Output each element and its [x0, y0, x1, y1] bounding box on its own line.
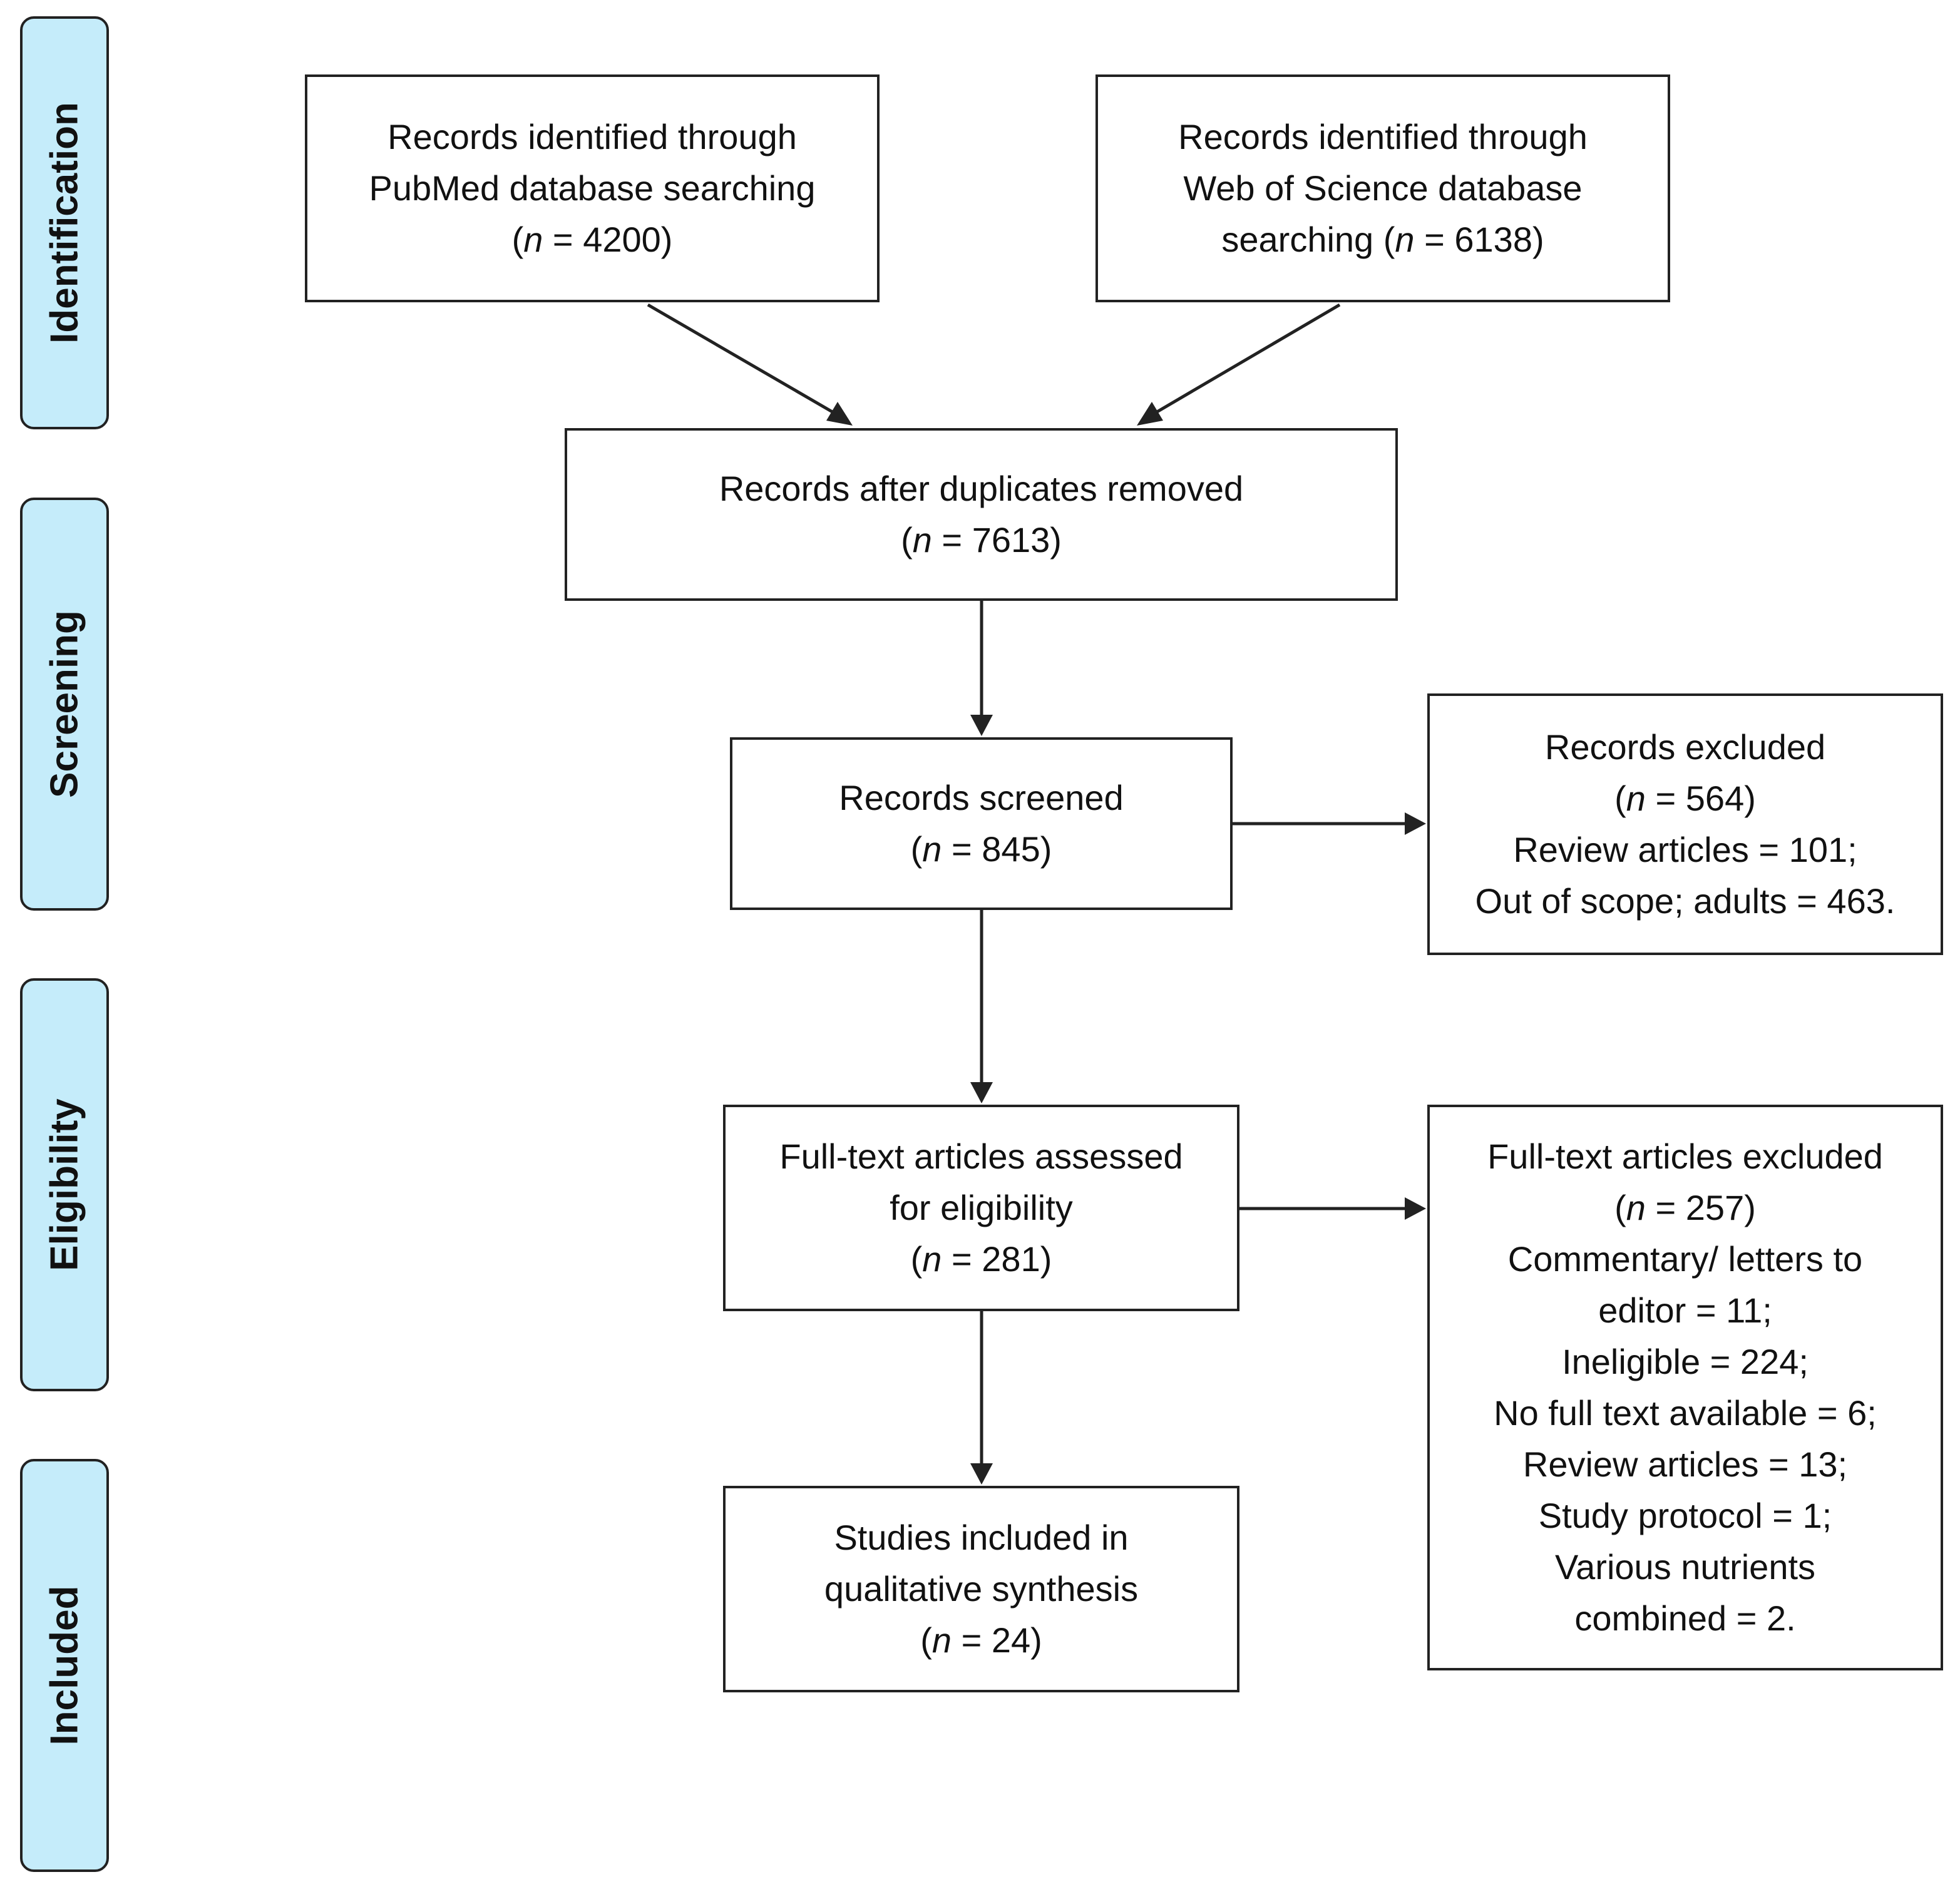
phase-identification: Identification: [20, 16, 109, 429]
duplicates-count: (n = 7613): [901, 520, 1062, 560]
fulltext-line1: Full-text articles assessed: [779, 1137, 1183, 1176]
excluded-fulltext-count: (n = 257): [1614, 1188, 1756, 1227]
pubmed-count: (n = 4200): [511, 220, 673, 259]
phase-screening: Screening: [20, 498, 109, 911]
included-count: (n = 24): [920, 1620, 1042, 1660]
wos-line2: Web of Science database: [1183, 168, 1583, 208]
arrowhead-pubmed: [826, 402, 853, 426]
excluded-fulltext-reason: combined = 2.: [1574, 1598, 1796, 1638]
records-screened-box: Records screened (n = 845): [730, 737, 1233, 910]
arrowhead-wos: [1137, 402, 1163, 426]
pubmed-line1: Records identified through: [387, 117, 797, 156]
screened-line1: Records screened: [839, 778, 1124, 817]
excluded-records-line1: Records excluded: [1544, 727, 1826, 767]
phase-included: Included: [20, 1459, 109, 1872]
arrowhead-included: [970, 1463, 993, 1485]
included-line2: qualitative synthesis: [824, 1569, 1139, 1608]
excluded-records-count: (n = 564): [1614, 779, 1756, 818]
excluded-records-reason: Review articles = 101;: [1513, 830, 1857, 869]
pubmed-line2: PubMed database searching: [369, 168, 816, 208]
arrowhead-fulltext: [970, 1082, 993, 1103]
phase-eligibility: Eligibility: [20, 978, 109, 1391]
arrowhead-excluded-fulltext: [1405, 1197, 1426, 1220]
excluded-fulltext-reason: Study protocol = 1;: [1538, 1496, 1832, 1535]
excluded-fulltext-reason: No full text available = 6;: [1494, 1393, 1877, 1433]
fulltext-count: (n = 281): [910, 1239, 1052, 1279]
arrowhead-excluded-records: [1405, 812, 1426, 835]
excluded-fulltext-reason: Commentary/ letters to: [1507, 1239, 1863, 1279]
arrow-pubmed-to-duplicates: [647, 303, 843, 419]
wos-count: searching (n = 6138): [1221, 220, 1544, 259]
studies-included-box: Studies included in qualitative synthesi…: [723, 1486, 1239, 1692]
excluded-fulltext-reason: Various nutrients: [1554, 1547, 1816, 1587]
arrow-wos-to-duplicates: [1146, 303, 1341, 419]
excluded-fulltext-line1: Full-text articles excluded: [1487, 1137, 1883, 1176]
included-line1: Studies included in: [834, 1518, 1129, 1557]
wos-line1: Records identified through: [1178, 117, 1588, 156]
fulltext-excluded-box: Full-text articles excluded (n = 257) Co…: [1427, 1105, 1943, 1670]
duplicates-removed-box: Records after duplicates removed (n = 76…: [565, 428, 1398, 601]
excluded-fulltext-reason: Review articles = 13;: [1522, 1445, 1848, 1484]
pubmed-records-box: Records identified through PubMed databa…: [305, 74, 880, 302]
excluded-fulltext-reason: Ineligible = 224;: [1562, 1342, 1809, 1381]
records-excluded-box: Records excluded (n = 564) Review articl…: [1427, 693, 1943, 955]
fulltext-assessed-box: Full-text articles assessed for eligibil…: [723, 1105, 1239, 1311]
wos-records-box: Records identified through Web of Scienc…: [1095, 74, 1670, 302]
excluded-fulltext-reason: editor = 11;: [1598, 1291, 1772, 1330]
duplicates-line1: Records after duplicates removed: [719, 469, 1244, 508]
excluded-records-reason: Out of scope; adults = 463.: [1475, 881, 1896, 921]
fulltext-line2: for eligibility: [890, 1188, 1073, 1227]
screened-count: (n = 845): [910, 829, 1052, 869]
arrowhead-screened: [970, 715, 993, 736]
